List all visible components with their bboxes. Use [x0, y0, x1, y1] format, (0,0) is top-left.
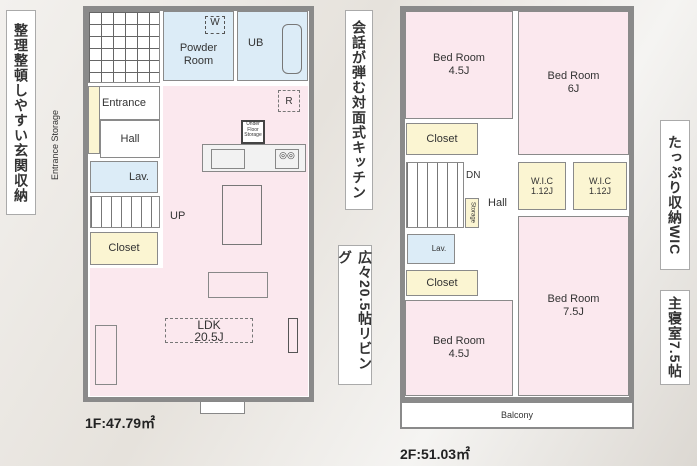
desk	[95, 325, 117, 385]
closet-2f-top: Closet	[406, 123, 478, 155]
room-label: Bed Room	[433, 52, 485, 65]
stairs-2f	[406, 162, 464, 228]
lavatory-2f: Lav.	[407, 234, 455, 264]
hall-label: Hall	[120, 132, 140, 145]
lav-label: Lav.	[431, 244, 447, 254]
sink-icon	[211, 149, 245, 169]
entrance-storage	[88, 86, 100, 154]
closet-label: Closet	[426, 132, 458, 145]
callout-master-bedroom: 主寝室7.5帖	[660, 290, 690, 385]
kitchen-counter: ◎◎	[202, 144, 306, 172]
sofa	[208, 272, 268, 298]
room-size: 7.5J	[563, 306, 584, 318]
hall-label: Hall	[488, 196, 507, 209]
floor1-area-label: 1F:47.79㎡	[85, 415, 156, 431]
room-label: Bed Room	[547, 293, 600, 306]
hall-2f: Hall	[480, 123, 515, 283]
entrance: Entrance	[88, 86, 160, 120]
up-label: UP	[170, 210, 186, 222]
dn-label: DN	[466, 170, 481, 181]
entrance-tiles	[88, 11, 160, 83]
washer-label: W	[205, 16, 225, 34]
powder-room: W Powder Room	[163, 11, 234, 81]
callout-entrance-storage: 整理整頓しやすい玄関収納	[6, 10, 36, 215]
stairs-1f	[90, 196, 160, 228]
ldk-name: LDK	[197, 318, 221, 332]
lav-label: Lav.	[129, 170, 149, 183]
floor2-area-label: 2F:51.03㎡	[400, 446, 471, 462]
room-size: 4.5J	[448, 65, 470, 77]
bathtub-icon	[282, 24, 302, 74]
wic-label: W.I.C	[589, 175, 611, 186]
under-floor-storage: Under Floor Storage	[241, 120, 265, 144]
lavatory-1f: Lav.	[90, 161, 158, 193]
storage-2f: Storage	[465, 198, 479, 228]
tv-stand	[288, 318, 298, 353]
wic-size: 1.12J	[530, 186, 554, 196]
callout-kitchen: 会話が弾む対面式キッチン	[345, 10, 373, 210]
closet-1f: Closet	[90, 232, 158, 265]
dining-table	[222, 185, 262, 245]
entrance-label: Entrance	[101, 96, 147, 109]
ldk-size: 20.5J	[194, 330, 224, 344]
room-label: Bed Room	[433, 335, 485, 348]
hall-1f: Hall	[100, 120, 160, 158]
unit-bath: UB	[237, 11, 308, 81]
closet-label: Closet	[426, 276, 458, 289]
callout-living: 広々20.5帖リビング	[337, 245, 373, 385]
callout-wic: たっぷり収納WIC	[660, 120, 690, 270]
ldk-lower	[90, 268, 308, 396]
powder-room-label: Powder Room	[179, 42, 218, 67]
entrance-storage-label: Entrance Storage	[50, 109, 60, 181]
closet-label: Closet	[108, 242, 140, 255]
closet-2f-bottom: Closet	[406, 270, 478, 296]
balcony: Balcony	[400, 401, 634, 429]
stove-icon: ◎◎	[275, 149, 299, 169]
balcony-label: Balcony	[500, 409, 534, 420]
ub-label: UB	[248, 37, 264, 49]
wic-label: W.I.C	[531, 175, 553, 186]
r-label: R	[278, 90, 300, 112]
room-label: Bed Room	[547, 70, 600, 83]
wic-size: 1.12J	[588, 186, 612, 196]
room-size: 4.5J	[448, 348, 470, 360]
window-1f	[200, 401, 245, 414]
room-size: 6J	[567, 83, 580, 95]
